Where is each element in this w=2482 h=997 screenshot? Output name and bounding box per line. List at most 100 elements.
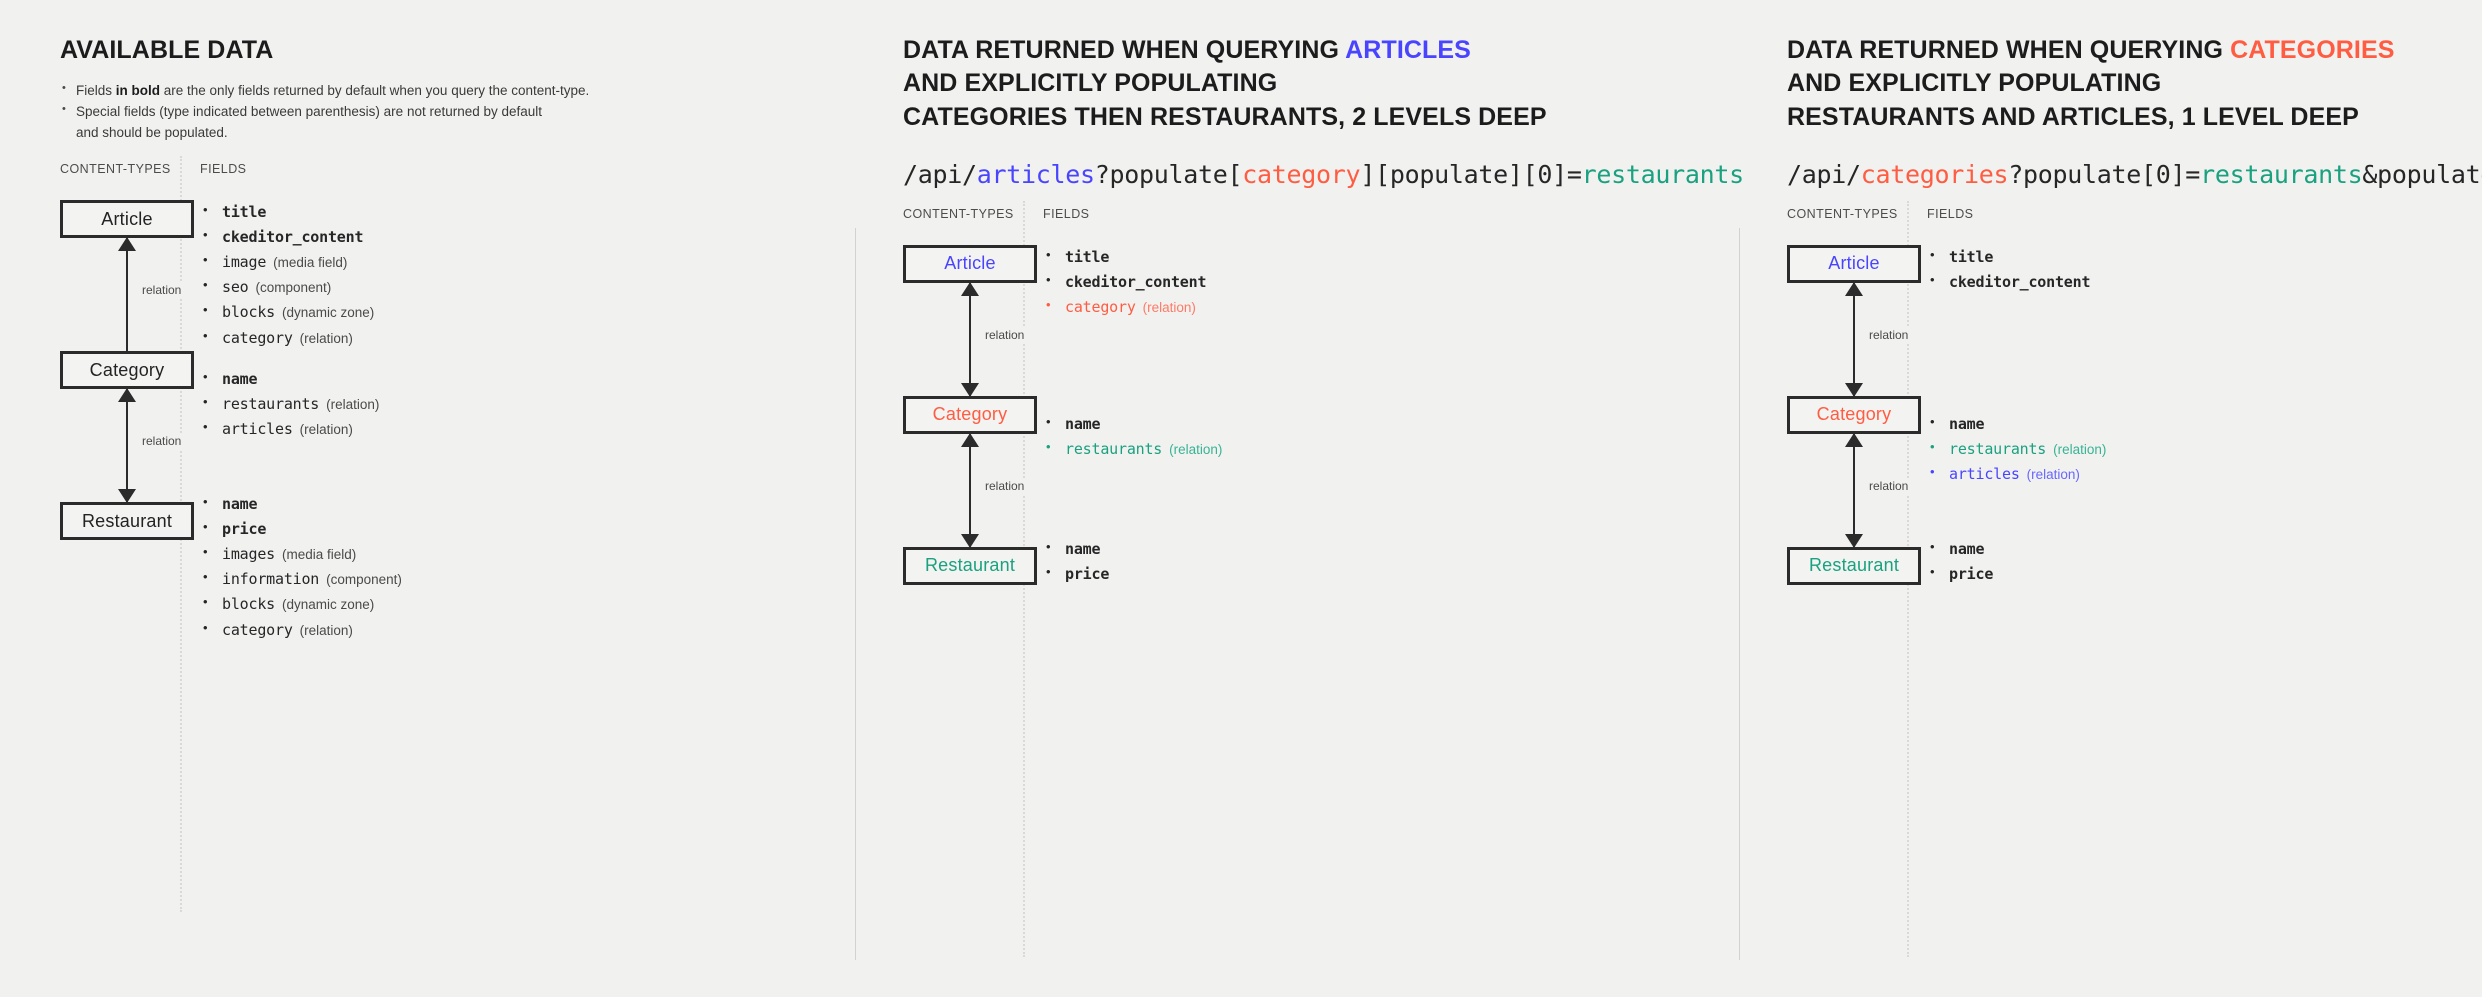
arrow-up-icon <box>1845 432 1863 447</box>
connector-line <box>1853 433 1855 547</box>
connector-line <box>126 238 128 352</box>
field-name: name <box>1065 414 1101 433</box>
field-type: (relation) <box>1142 299 1196 315</box>
title-accent-articles: ARTICLES <box>1345 36 1471 64</box>
title-line-2: AND EXPLICITLY POPULATING <box>1787 69 2162 98</box>
node-restaurant[interactable]: Restaurant <box>903 546 1037 585</box>
field-row: seo(component) <box>200 274 720 300</box>
field-name: title <box>1065 247 1110 266</box>
field-name: name <box>222 370 258 389</box>
field-group-restaurant: name price <box>1927 536 2447 587</box>
relation-label: relation <box>139 282 185 299</box>
panel-1-header: AVAILABLE DATA Fields in bold are the on… <box>0 0 855 144</box>
api-seg-populate-open: ?populate[ <box>1094 159 1243 189</box>
title-accent-categories: CATEGORIES <box>2230 36 2395 64</box>
node-article[interactable]: Article <box>60 200 194 239</box>
field-type: (relation) <box>299 422 353 438</box>
field-name: ckeditor_content <box>1065 272 1207 291</box>
field-name: category <box>222 620 293 639</box>
field-row: information (component) <box>200 566 720 592</box>
node-category[interactable]: Category <box>903 395 1037 434</box>
column-header-fields: FIELDS <box>200 162 247 177</box>
panel-available-data: AVAILABLE DATA Fields in bold are the on… <box>0 0 855 992</box>
field-name: information <box>222 570 320 589</box>
arrow-down-icon <box>961 533 979 548</box>
field-row: price <box>1043 561 1563 587</box>
relation-label: relation <box>982 326 1028 343</box>
relation-label: relation <box>1866 477 1912 494</box>
field-name: restaurants <box>1065 439 1163 458</box>
field-row: title <box>1927 244 2447 270</box>
field-name: name <box>1949 539 1985 558</box>
node-article[interactable]: Article <box>1787 244 1921 283</box>
node-category[interactable]: Category <box>60 351 194 390</box>
field-name: category <box>1065 297 1136 316</box>
field-type: (relation) <box>2026 466 2080 482</box>
field-row: image(media field) <box>200 249 720 275</box>
field-name: price <box>1065 564 1110 583</box>
panel-2-title: DATA RETURNED WHEN QUERYING ARTICLES AND… <box>903 34 1739 134</box>
field-row: name <box>200 366 720 392</box>
field-name: title <box>222 203 267 222</box>
api-seg-articles: articles <box>976 159 1095 189</box>
field-group-category: namerestaurants(relation)articles(relati… <box>1927 411 2447 487</box>
field-row: category(relation) <box>200 325 720 351</box>
arrow-up-icon <box>118 388 136 403</box>
node-article-label: Article <box>101 208 153 229</box>
api-seg-category: category <box>1242 159 1361 189</box>
connector-line <box>969 433 971 547</box>
field-row: ckeditor_content <box>200 224 720 250</box>
field-group-article: titleckeditor_content <box>1927 244 2447 295</box>
node-category-label: Category <box>1816 404 1892 425</box>
field-row: title <box>200 199 720 225</box>
panel-1-columns: CONTENT-TYPES FIELDS Article relation Ca… <box>60 156 855 952</box>
panel-3-header: DATA RETURNED WHEN QUERYING CATEGORIES A… <box>1739 0 2482 189</box>
field-type: (media field) <box>282 547 357 563</box>
relation-label: relation <box>1866 326 1912 343</box>
field-type: (component) <box>326 572 402 588</box>
panel-2-header: DATA RETURNED WHEN QUERYING ARTICLES AND… <box>855 0 1744 189</box>
arrow-down-icon <box>1845 382 1863 397</box>
legend-notes: Fields in bold are the only fields retur… <box>60 80 855 144</box>
node-article-label: Article <box>944 253 996 274</box>
field-name: articles <box>1949 464 2020 483</box>
panel-separator <box>1739 228 1740 960</box>
legend-note-1: Fields in bold are the only fields retur… <box>60 80 855 102</box>
field-name: articles <box>222 420 293 439</box>
field-row: restaurants(relation) <box>1927 436 2447 462</box>
field-name: price <box>222 520 267 539</box>
field-row: articles (relation) <box>200 416 720 442</box>
column-header-fields: FIELDS <box>1043 206 1090 221</box>
arrow-up-icon <box>1845 281 1863 296</box>
page-title: AVAILABLE DATA <box>60 36 274 64</box>
field-name: name <box>1065 539 1101 558</box>
arrow-up-icon <box>118 237 136 252</box>
node-restaurant[interactable]: Restaurant <box>60 502 194 541</box>
arrow-up-icon <box>961 432 979 447</box>
field-row: name <box>200 491 720 517</box>
connector-line <box>126 389 128 503</box>
field-row: blocks(dynamic zone) <box>200 299 720 325</box>
field-row: images(media field) <box>200 541 720 567</box>
field-name: name <box>222 495 258 514</box>
field-group-category: namerestaurants(relation)articles(relati… <box>200 366 720 442</box>
node-restaurant-label: Restaurant <box>81 510 173 531</box>
field-group-restaurant: name price <box>1043 536 1563 587</box>
api-seg-populate-0: ?populate[0]= <box>2008 159 2201 189</box>
node-restaurant-label: Restaurant <box>924 555 1016 576</box>
field-row: blocks(dynamic zone) <box>200 591 720 617</box>
node-article[interactable]: Article <box>903 244 1037 283</box>
field-row: ckeditor_content <box>1043 269 1563 295</box>
title-line-1-pre: DATA RETURNED WHEN QUERYING <box>903 36 1346 64</box>
field-group-article: title ckeditor_contentimage(media field)s… <box>200 199 720 351</box>
column-header-content-types: CONTENT-TYPES <box>903 206 1014 221</box>
field-name: price <box>1949 564 1994 583</box>
node-category[interactable]: Category <box>1787 395 1921 434</box>
node-restaurant[interactable]: Restaurant <box>1787 546 1921 585</box>
field-type: (relation) <box>2053 441 2107 457</box>
field-row: name <box>1927 536 2447 562</box>
node-category-label: Category <box>89 359 165 380</box>
panel-2-columns: CONTENT-TYPES FIELDS Article relation Ca… <box>903 200 1739 997</box>
panel-query-categories: DATA RETURNED WHEN QUERYING CATEGORIES A… <box>1739 0 2482 992</box>
